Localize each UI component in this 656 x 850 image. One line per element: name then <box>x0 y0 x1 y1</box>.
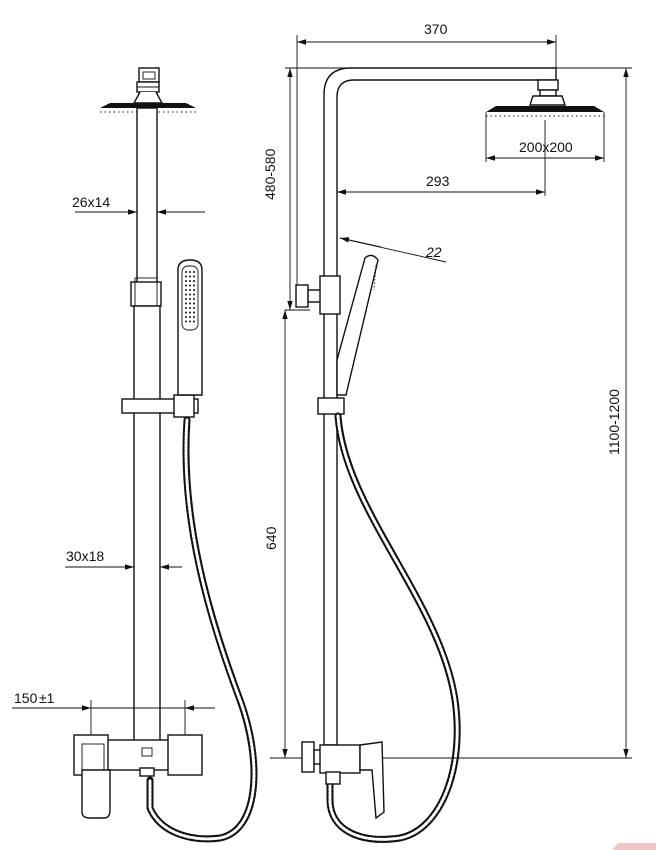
dim-arm-to-head: 293 <box>426 173 450 189</box>
nozzle-dot <box>193 275 195 278</box>
nozzle-dot <box>189 271 191 273</box>
dim-head-height: 480-580 <box>262 148 278 200</box>
nozzle-dot <box>193 298 195 300</box>
dim-bottom-tube: 30x18 <box>66 548 104 564</box>
nozzle-dot <box>189 289 191 291</box>
nozzle-dot <box>193 271 195 273</box>
nozzle-dot <box>193 280 195 282</box>
hand-shower-nozzles <box>185 271 195 323</box>
nozzle-dot <box>185 284 187 287</box>
nozzle-dot <box>189 320 191 323</box>
front-dimensions: 26x14 30x18 150 ±1 <box>12 194 215 735</box>
side-shower-hose <box>326 412 461 843</box>
nozzle-dot <box>185 298 187 300</box>
dim-arm-length: 370 <box>424 21 448 37</box>
nozzle-dot <box>189 316 191 318</box>
front-hand-shower <box>177 259 203 396</box>
front-lower-tube <box>133 305 161 742</box>
nozzle-dot <box>185 289 187 291</box>
front-view <box>73 67 258 843</box>
side-dimensions: 370 200x200 293 22 480-580 640 1100-1200 <box>262 21 632 759</box>
side-mixer <box>301 741 385 820</box>
nozzle-dot <box>189 307 191 309</box>
side-upper-wall-bracket <box>295 275 341 315</box>
front-rain-shower-head <box>100 67 196 113</box>
nozzle-dot <box>185 311 187 314</box>
nozzle-dot <box>193 289 195 291</box>
nozzle-dot <box>185 275 187 278</box>
nozzle-dot <box>185 293 187 296</box>
nozzle-dot <box>193 293 195 296</box>
nozzle-dot <box>189 302 191 305</box>
corner-mark <box>612 843 656 850</box>
nozzle-dot <box>193 320 195 323</box>
front-upper-tube <box>136 107 158 299</box>
side-shower-head <box>486 79 604 117</box>
dim-mixer-height: 640 <box>263 526 279 550</box>
nozzle-dot <box>185 320 187 323</box>
dim-spacing-tolerance: ±1 <box>39 690 55 706</box>
nozzle-dot <box>193 284 195 287</box>
side-hand-shower <box>336 254 379 396</box>
nozzle-dot <box>185 271 187 273</box>
side-slider <box>317 397 345 415</box>
front-coupling <box>130 277 162 311</box>
dim-spacing: 150 <box>14 690 38 706</box>
nozzle-dot <box>193 316 195 318</box>
side-view <box>295 67 604 843</box>
front-hand-shower-holder <box>121 394 199 418</box>
nozzle-dot <box>189 275 191 278</box>
front-shower-hose <box>146 416 258 843</box>
dim-hand-angle: 22 <box>425 244 442 260</box>
nozzle-dot <box>189 293 191 296</box>
nozzle-dot <box>185 280 187 282</box>
nozzle-dot <box>189 280 191 282</box>
front-thermostatic-mixer <box>73 734 203 819</box>
nozzle-dot <box>193 311 195 314</box>
nozzle-dot <box>189 298 191 300</box>
nozzle-dot <box>185 302 187 305</box>
nozzle-dot <box>185 307 187 309</box>
nozzle-dot <box>193 302 195 305</box>
dim-total-height: 1100-1200 <box>606 389 622 455</box>
nozzle-dot <box>189 311 191 314</box>
nozzle-dot <box>193 307 195 309</box>
nozzle-dot <box>189 284 191 287</box>
nozzle-dot <box>185 316 187 318</box>
dim-top-tube: 26x14 <box>72 194 110 210</box>
dim-head-size: 200x200 <box>519 139 573 155</box>
